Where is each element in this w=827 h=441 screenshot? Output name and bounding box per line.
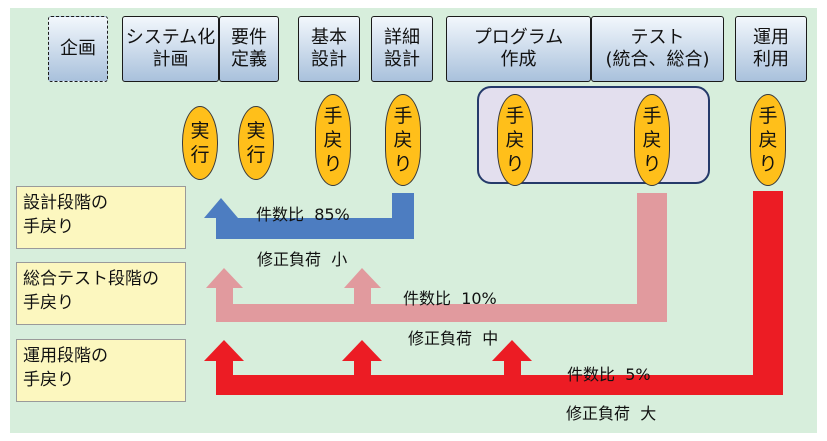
phase-program-line-1: プログラム [473, 27, 564, 48]
phase-shosai-line-2: 設計 [384, 49, 420, 70]
oval-char: 実 [246, 120, 266, 142]
stage-label-line: 総合テスト段階の [23, 269, 159, 289]
phase-yoken-line-2: 定義 [231, 49, 267, 70]
load-value: 大 [640, 404, 657, 423]
oval-char: 戻 [393, 129, 413, 151]
oval-char: り [758, 153, 778, 175]
temodori-oval-kihon: 手 戻 り [315, 94, 351, 186]
design-count-note: 件数比 85% [256, 201, 350, 225]
oval-char: 手 [642, 105, 662, 127]
stage-label-operation: 運用段階の 手戻り [16, 339, 186, 402]
phase-yoken: 要件 定義 [219, 16, 279, 82]
phase-unyo-line-2: 利用 [753, 49, 789, 70]
oval-char: 手 [393, 105, 413, 127]
integration-count-note: 件数比 10% [403, 285, 497, 309]
phase-shosai-line-1: 詳細 [384, 27, 420, 48]
oval-char: 戻 [758, 129, 778, 151]
phase-kihon: 基本 設計 [298, 16, 360, 82]
phase-test: テスト (統合、総合) [591, 16, 724, 82]
operation-count-note: 件数比 5% [567, 361, 651, 385]
phase-shosai: 詳細 設計 [371, 16, 433, 82]
stage-label-line: 手戻り [23, 293, 74, 313]
count-value: 10% [461, 289, 497, 308]
count-value: 5% [625, 365, 651, 384]
temodori-oval-program: 手 戻 り [497, 94, 533, 186]
oval-char: 手 [505, 105, 525, 127]
phase-kikaku: 企画 [48, 16, 108, 82]
count-value: 85% [314, 205, 350, 224]
stage-label-integration: 総合テスト段階の 手戻り [16, 262, 186, 325]
load-value: 小 [331, 250, 348, 269]
diagram-canvas: 企画 システム化 計画 要件 定義 基本 設計 詳細 設計 プログラム 作成 テ… [10, 8, 817, 433]
count-label: 件数比 [403, 289, 452, 308]
temodori-oval-shosai: 手 戻 り [385, 94, 421, 186]
design-load-note: 修正負荷 小 [257, 246, 347, 270]
jikko-oval-1: 実 行 [182, 106, 218, 180]
load-value: 中 [482, 329, 499, 348]
phase-unyo-line-1: 運用 [753, 27, 789, 48]
phase-kikaku-line-1: 企画 [60, 38, 96, 59]
arrow-design [204, 193, 414, 239]
phase-system-line-1: システム化 [125, 27, 216, 48]
load-label: 修正負荷 [408, 329, 473, 348]
stage-label-design: 設計段階の 手戻り [16, 186, 186, 249]
load-label: 修正負荷 [257, 250, 322, 269]
operation-load-note: 修正負荷 大 [566, 400, 656, 424]
phase-system: システム化 計画 [122, 16, 219, 82]
oval-char: 行 [246, 144, 266, 166]
temodori-oval-test: 手 戻 り [634, 94, 670, 186]
stage-label-line: 手戻り [23, 217, 74, 237]
stage-label-line: 手戻り [23, 370, 74, 390]
phase-program-line-2: 作成 [500, 49, 537, 70]
phase-kihon-line-2: 設計 [311, 49, 347, 70]
phase-test-line-1: テスト [630, 27, 685, 48]
count-label: 件数比 [567, 365, 616, 384]
temodori-oval-unyo: 手 戻 り [750, 94, 786, 186]
jikko-oval-2: 実 行 [238, 106, 274, 180]
stage-label-line: 運用段階の [23, 346, 108, 366]
oval-char: り [505, 153, 525, 175]
phase-test-line-2: (統合、総合) [605, 49, 710, 70]
arrow-integration [206, 193, 667, 322]
stage-label-line: 設計段階の [23, 193, 108, 213]
arrow-operation [204, 191, 783, 395]
oval-char: 手 [323, 105, 343, 127]
phase-unyo: 運用 利用 [735, 16, 807, 82]
phase-program: プログラム 作成 [446, 16, 591, 82]
oval-char: 実 [190, 120, 210, 142]
rework-arrows [204, 191, 783, 395]
phase-yoken-line-1: 要件 [231, 27, 267, 48]
oval-char: 戻 [323, 129, 343, 151]
oval-char: 手 [758, 105, 778, 127]
phase-kihon-line-1: 基本 [311, 27, 347, 48]
oval-char: 戻 [505, 129, 525, 151]
oval-char: 戻 [642, 129, 662, 151]
oval-char: り [393, 153, 413, 175]
oval-char: 行 [190, 144, 210, 166]
integration-load-note: 修正負荷 中 [408, 325, 498, 349]
phase-system-line-2: 計画 [152, 49, 189, 70]
oval-char: り [323, 153, 343, 175]
oval-char: り [642, 153, 662, 175]
count-label: 件数比 [256, 205, 305, 224]
load-label: 修正負荷 [566, 404, 631, 423]
